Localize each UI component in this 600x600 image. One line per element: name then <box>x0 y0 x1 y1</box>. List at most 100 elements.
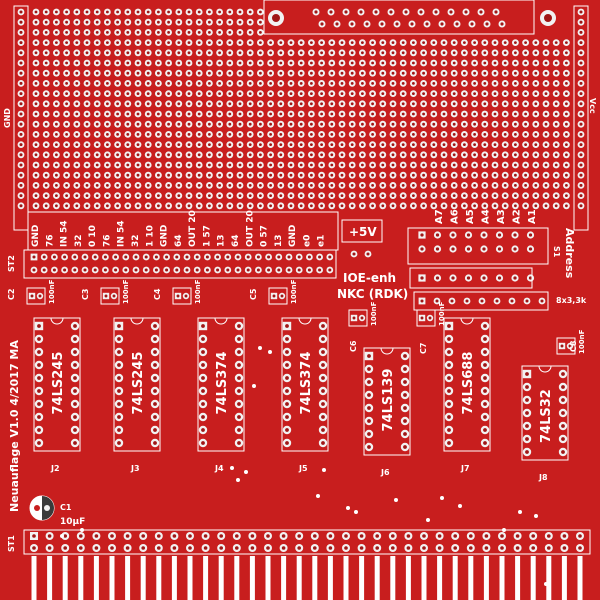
chip-ref: J5 <box>298 464 308 473</box>
cap-value: 100nF <box>48 279 56 304</box>
address-switch[interactable] <box>409 231 535 289</box>
edge-connector-st1 <box>23 529 591 600</box>
cap-value: 100nF <box>194 279 202 304</box>
port-label: e0 <box>302 235 312 247</box>
vias <box>60 346 548 586</box>
edge-finger <box>561 556 567 600</box>
via <box>354 510 358 514</box>
port-label: 64 <box>231 234 241 247</box>
via <box>346 506 350 510</box>
via <box>60 534 64 538</box>
port-label: OUT 20 <box>245 210 255 247</box>
vcc-edge-label: Vcc <box>588 98 597 114</box>
edge-finger <box>78 556 84 600</box>
chip-part: 74LS374 <box>299 352 314 415</box>
chip-part: 74LS688 <box>461 352 476 415</box>
edge-finger <box>203 556 209 600</box>
address-bit-label: A7 <box>434 209 445 224</box>
board-title: Neuauflage V1.0 4/2017 MA <box>8 340 21 512</box>
cap-value: 100nF <box>578 329 586 354</box>
cap-ref: C7 <box>419 343 428 354</box>
chip-ref: J2 <box>50 464 60 473</box>
address-bit-label: A1 <box>527 209 538 224</box>
port-label: IN 54 <box>60 220 70 247</box>
edge-finger <box>234 556 240 600</box>
edge-finger <box>577 556 583 600</box>
chip-ref: J4 <box>214 464 224 473</box>
vcc-rail-column <box>573 5 589 231</box>
edge-finger <box>452 556 458 600</box>
gnd-rail-column <box>13 5 29 231</box>
cap-ref: C6 <box>349 340 358 352</box>
st1-label: ST1 <box>7 535 16 552</box>
cap-ref: C3 <box>81 289 90 300</box>
via <box>502 528 506 532</box>
cap-value: 100nF <box>290 279 298 304</box>
port-label: 0 10 <box>88 225 98 247</box>
gnd-edge-label: GND <box>3 108 12 128</box>
via <box>244 470 248 474</box>
edge-finger <box>249 556 255 600</box>
port-label: GND <box>160 225 170 247</box>
chip-part: 74LS374 <box>215 352 230 415</box>
edge-finger <box>374 556 380 600</box>
address-bit-label: A3 <box>496 209 507 224</box>
ic-sockets: 74LS245J274LS245J374LS374J474LS374J574LS… <box>33 317 569 482</box>
st2-label: ST2 <box>7 255 16 272</box>
port-label: GND <box>288 225 298 247</box>
chip-ref: J7 <box>460 464 470 473</box>
port-label: 76 <box>45 234 55 247</box>
address-word: Address <box>563 228 576 279</box>
port-label: 13 <box>217 234 227 247</box>
cap-value: 100nF <box>122 279 130 304</box>
prototype-hole-grid <box>32 8 570 210</box>
port-label: 76 <box>102 234 112 247</box>
edge-finger <box>281 556 287 600</box>
via <box>322 468 326 472</box>
edge-finger <box>265 556 271 600</box>
address-bit-label: A6 <box>450 209 461 224</box>
edge-finger <box>405 556 411 600</box>
edge-finger <box>125 556 131 600</box>
port-label-area <box>27 211 339 251</box>
cap-ref: C4 <box>153 288 162 300</box>
edge-finger <box>327 556 333 600</box>
edge-finger <box>530 556 536 600</box>
port-label: GND <box>31 225 41 247</box>
c1-ref: C1 <box>60 503 72 512</box>
chip-ref: J8 <box>538 473 548 482</box>
chip-part: 74LS32 <box>539 389 554 443</box>
capacitor-c3: C3 100nF <box>81 279 130 305</box>
edge-finger <box>421 556 427 600</box>
edge-finger <box>31 556 37 600</box>
via <box>440 496 444 500</box>
via <box>230 466 234 470</box>
chip-ref: J6 <box>380 468 390 477</box>
address-bit-label: A2 <box>512 209 523 224</box>
edge-finger <box>218 556 224 600</box>
edge-finger <box>468 556 474 600</box>
st2-header <box>23 249 372 279</box>
edge-finger <box>187 556 193 600</box>
port-label: 1 57 <box>202 225 212 247</box>
port-label: e1 <box>317 235 327 247</box>
edge-finger <box>171 556 177 600</box>
s1-label: S1 <box>552 246 561 258</box>
via <box>268 350 272 354</box>
cap-ref: C2 <box>7 289 16 300</box>
capacitor-c4: C4 100nF <box>153 279 202 305</box>
edge-finger <box>93 556 99 600</box>
via <box>252 384 256 388</box>
nkc-label: NKC (RDK) <box>337 287 408 301</box>
